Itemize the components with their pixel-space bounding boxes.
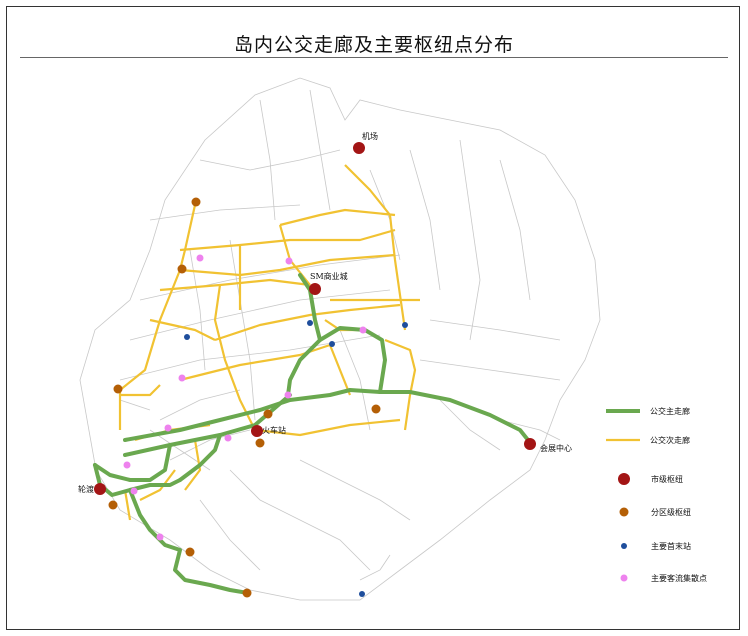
district-hub <box>242 588 252 598</box>
terminal-stop <box>307 320 313 326</box>
legend-swatch-terminal <box>621 543 627 549</box>
title-divider <box>20 57 728 58</box>
terminal-stop <box>402 322 408 328</box>
label-train-station: 火车站 <box>262 425 286 435</box>
gathering-point <box>224 434 232 442</box>
airport-hub <box>353 142 365 154</box>
main-corridors <box>93 273 530 595</box>
district-hub <box>371 404 381 414</box>
road-network <box>79 77 601 601</box>
legend-label-district-hub: 分区级枢纽 <box>651 507 691 517</box>
terminals <box>184 320 408 597</box>
district-hub <box>191 197 201 207</box>
page-title: 岛内公交走廊及主要枢纽点分布 <box>233 34 514 56</box>
district-hub <box>113 384 123 394</box>
exhibition-center-hub <box>524 438 536 450</box>
terminal-stop <box>184 334 190 340</box>
legend-swatch-district-hub <box>619 507 629 517</box>
sm-mall-hub <box>309 283 321 295</box>
district-hub <box>177 264 187 274</box>
gathering-point <box>178 374 186 382</box>
label-sm-mall: SM商业城 <box>310 271 348 281</box>
legend-label-gathering: 主要客流集散点 <box>651 573 707 583</box>
city-hubs <box>94 142 536 495</box>
island-coastline <box>79 77 601 601</box>
map-frame <box>6 6 740 630</box>
gathering-point <box>359 326 367 334</box>
legend-label-terminal: 主要首末站 <box>651 541 691 551</box>
gathering-point <box>123 461 131 469</box>
legend-label-city-hub: 市级枢纽 <box>651 474 683 484</box>
gathering-point <box>156 533 164 541</box>
legend: 公交主走廊 公交次走廊 市级枢纽 分区级枢纽 主要首末站 主要客流集散点 <box>606 406 707 583</box>
label-ferry: 轮渡 <box>78 484 94 494</box>
gathering-point <box>196 254 204 262</box>
gathering-point <box>284 391 292 399</box>
gathering-point <box>164 424 172 432</box>
ferry-hub <box>94 483 106 495</box>
legend-swatch-gathering <box>620 574 628 582</box>
train-station-hub <box>251 425 263 437</box>
place-labels: 机场 SM商业城 火车站 轮渡 会展中心 <box>78 131 572 494</box>
district-hub <box>255 438 265 448</box>
legend-swatch-city-hub <box>618 473 630 485</box>
terminal-stop <box>359 591 365 597</box>
district-hubs <box>108 197 381 598</box>
gathering-point <box>130 487 138 495</box>
district-hub <box>185 547 195 557</box>
terminal-stop <box>329 341 335 347</box>
label-exhibition-center: 会展中心 <box>540 443 572 453</box>
district-hub <box>108 500 118 510</box>
label-airport: 机场 <box>362 131 378 141</box>
legend-label-main-corridor: 公交主走廊 <box>650 406 690 416</box>
gathering-point <box>285 257 293 265</box>
gathering-points <box>123 254 367 541</box>
district-hub <box>263 409 273 419</box>
legend-label-secondary-corridor: 公交次走廊 <box>650 435 690 445</box>
